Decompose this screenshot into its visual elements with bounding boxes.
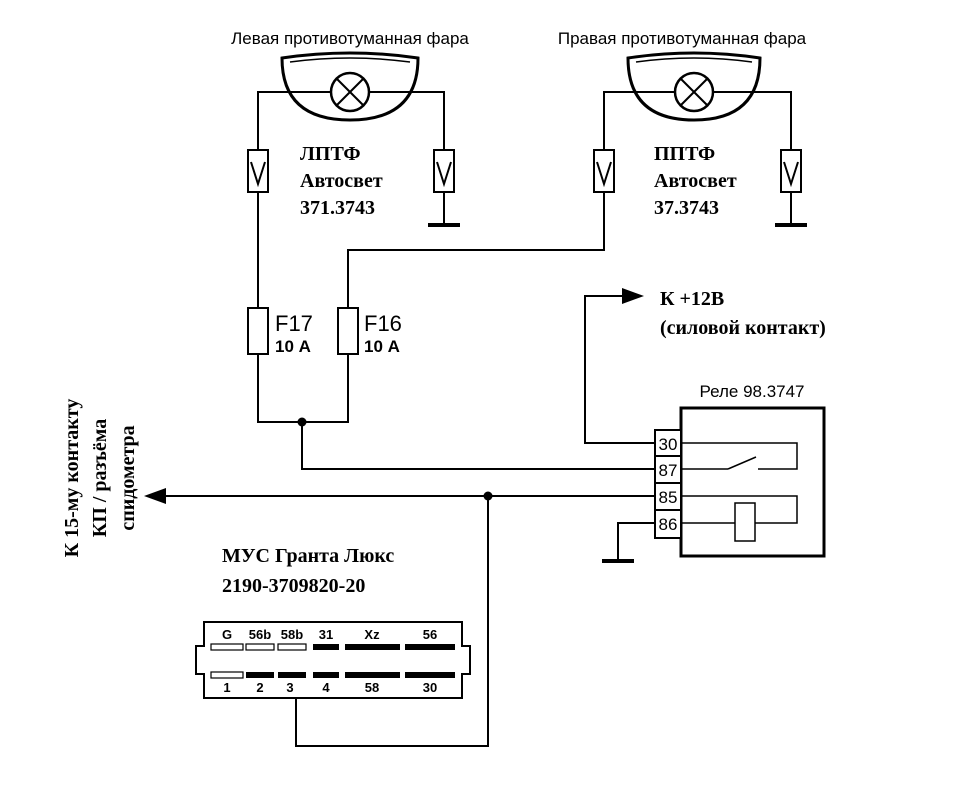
right-lamp-part-number: 37.3743 [654, 197, 719, 219]
switch-module-title: МУС Гранта Люкс [222, 545, 394, 567]
right-fog-lamp [626, 51, 762, 122]
mus-pin-31: 31 [319, 627, 333, 642]
left-lamp-caption: Левая противотуманная фара [231, 29, 469, 48]
fuse-f16-rating: 10 А [364, 337, 400, 356]
fuse-f17-rating: 10 А [275, 337, 311, 356]
mus-pin-1: 1 [223, 680, 230, 695]
relay-pin-86: 86 [659, 515, 678, 534]
fuse-f17-name: F17 [275, 311, 313, 336]
fuse-f16 [337, 307, 359, 355]
relay-pin-30: 30 [659, 435, 678, 454]
mus-pin-xz: Xz [364, 627, 380, 642]
left-lamp-code: ЛПТФ [300, 143, 361, 165]
right-lamp-bulb-icon [673, 71, 715, 113]
relay-body [654, 406, 826, 558]
left-fog-lamp [280, 51, 420, 122]
left-lamp-connector-a [247, 149, 269, 193]
mus-pin-58: 58 [365, 680, 379, 695]
speedometer-arrow-icon [144, 488, 166, 504]
right-lamp-connector-b [780, 149, 802, 193]
mus-pin-58b: 58b [281, 627, 303, 642]
left-lamp-maker: Автосвет [300, 170, 383, 192]
relay-pin-87: 87 [659, 461, 678, 480]
power-label-line-1: К +12В [660, 288, 724, 310]
right-lamp-connector-a [593, 149, 615, 193]
switch-module-connector [195, 621, 471, 699]
switch-module-part-number: 2190-3709820-20 [222, 575, 365, 597]
speedometer-label: К 15-му контакту КП / разъёма спидометра [61, 399, 139, 558]
speedometer-label-line-2: КП / разъёма [89, 419, 111, 537]
right-lamp-maker: Автосвет [654, 170, 737, 192]
relay-pin-85: 85 [659, 488, 678, 507]
right-lamp-code: ППТФ [654, 143, 715, 165]
speedometer-label-line-1: К 15-му контакту [61, 399, 83, 558]
mus-pin-4: 4 [322, 680, 330, 695]
left-lamp-bulb-icon [329, 71, 371, 113]
fuse-f16-name: F16 [364, 311, 402, 336]
mus-pin-56: 56 [423, 627, 437, 642]
speedometer-label-line-3: спидометра [117, 425, 139, 530]
mus-pin-30: 30 [423, 680, 437, 695]
left-lamp-part-number: 371.3743 [300, 197, 375, 219]
mus-pin-3: 3 [286, 680, 293, 695]
power-label-line-2: (силовой контакт) [660, 317, 826, 339]
right-lamp-caption: Правая противотуманная фара [558, 29, 807, 48]
mus-pin-2: 2 [256, 680, 263, 695]
left-lamp-connector-b [433, 149, 455, 193]
power-arrow-icon [622, 288, 644, 304]
mus-pin-56b: 56b [249, 627, 271, 642]
fuse-f17 [247, 307, 269, 355]
mus-pin-g: G [222, 627, 232, 642]
relay-title: Реле 98.3747 [699, 382, 804, 401]
